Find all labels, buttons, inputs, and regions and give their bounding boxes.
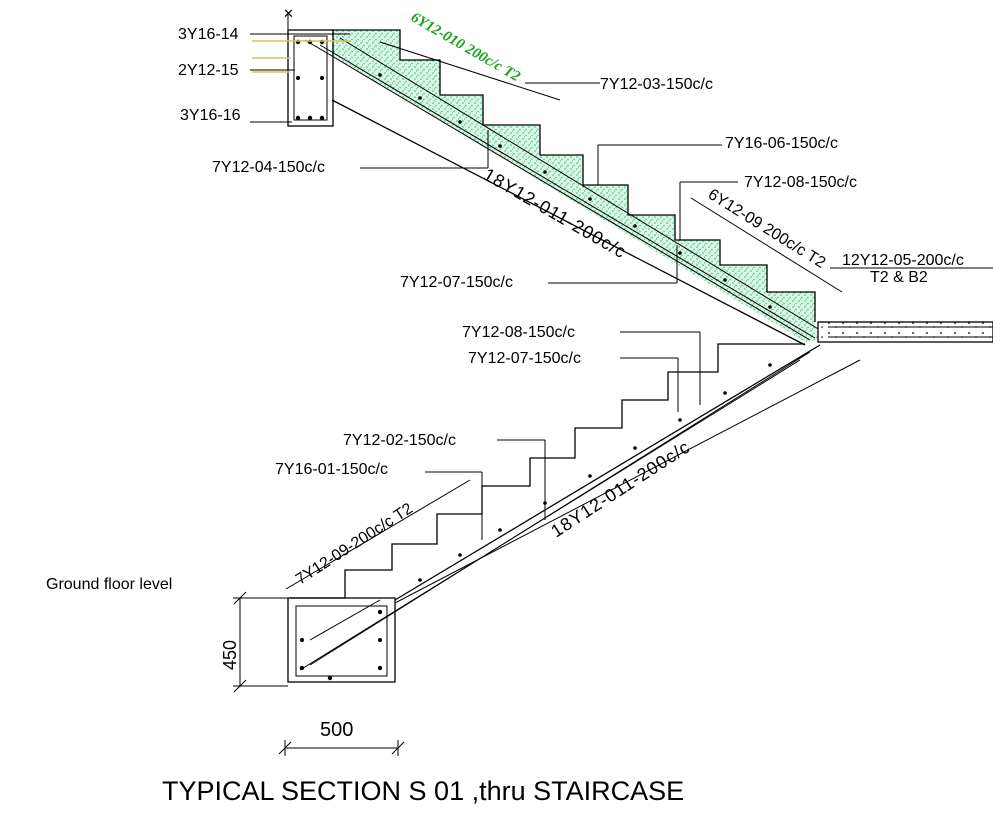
upper-rebar-dots bbox=[378, 73, 772, 309]
label-2y12-15: 2Y12-15 bbox=[178, 62, 239, 79]
lower-rebar-dots bbox=[418, 363, 772, 582]
svg-text:✕: ✕ bbox=[283, 6, 294, 21]
label-7y12-02: 7Y12-02-150c/c bbox=[343, 432, 456, 449]
upper-waist-soffit bbox=[331, 99, 806, 346]
dimension-450 bbox=[233, 591, 288, 693]
drawing-title: TYPICAL SECTION S 01 ,thru STAIRCASE bbox=[162, 776, 684, 806]
label-dim-500: 500 bbox=[320, 719, 353, 741]
lower-waist-soffit bbox=[394, 344, 821, 601]
label-12y12-05-note: T2 & B2 bbox=[870, 269, 928, 286]
label-7y12-03: 7Y12-03-150c/c bbox=[600, 76, 713, 93]
leader-lines bbox=[250, 33, 993, 604]
label-6y12-09: 6Y12-09 200c/c T2 bbox=[705, 186, 829, 272]
landing-slab bbox=[817, 321, 993, 343]
label-7y16-06: 7Y16-06-150c/c bbox=[725, 135, 838, 152]
label-12y12-05: 12Y12-05-200c/c bbox=[842, 252, 964, 269]
label-7y16-01: 7Y16-01-150c/c bbox=[275, 461, 388, 478]
upper-rebar-mid bbox=[319, 44, 816, 339]
label-7y12-08-upper: 7Y12-08-150c/c bbox=[744, 174, 857, 191]
label-7y12-07-upper: 7Y12-07-150c/c bbox=[400, 274, 513, 291]
label-7y12-07-lower: 7Y12-07-150c/c bbox=[468, 350, 581, 367]
upper-rebar-bottom bbox=[304, 39, 811, 341]
label-ground-floor: Ground floor level bbox=[46, 576, 172, 593]
upper-flight-concrete bbox=[332, 30, 818, 342]
label-3y16-16: 3Y16-16 bbox=[180, 107, 241, 124]
dimension-500 bbox=[278, 740, 405, 756]
upper-rebar-top bbox=[339, 37, 821, 331]
lower-flight-steps bbox=[290, 343, 805, 599]
label-18y12-011-lower: 18Y12-011-200c/c bbox=[547, 436, 694, 541]
base-beam bbox=[287, 597, 396, 683]
label-dim-450: 450 bbox=[220, 640, 240, 670]
label-3y16-14: 3Y16-14 bbox=[178, 26, 239, 43]
label-7y12-04: 7Y12-04-150c/c bbox=[212, 159, 325, 176]
label-7y12-08-lower: 7Y12-08-150c/c bbox=[462, 324, 575, 341]
upper-flight-steps bbox=[332, 29, 816, 322]
top-beam bbox=[287, 29, 334, 127]
